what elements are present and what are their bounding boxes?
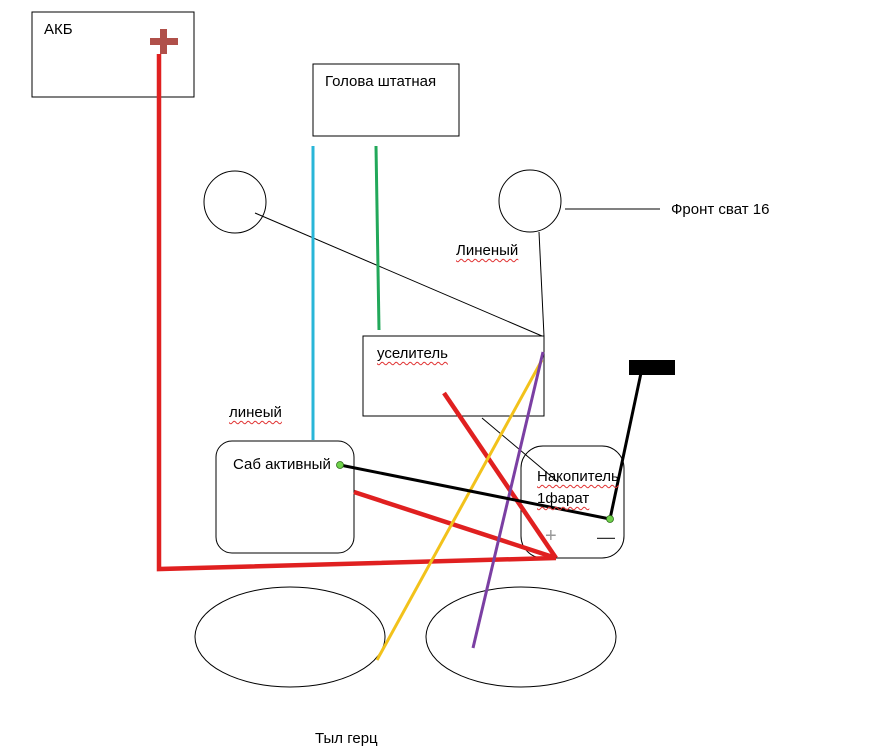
battery-plus-icon xyxy=(150,29,178,54)
capacitor-minus-sign: — xyxy=(597,527,615,547)
capacitor-ground-cable xyxy=(608,372,643,520)
rear-speakers-label: Тыл герц xyxy=(315,730,378,747)
front-speakers-label: Фронт сват 16 xyxy=(671,201,770,218)
capacitor-label: Накопитель 1фарат xyxy=(537,468,619,507)
capacitor-plus-sign: + xyxy=(545,525,557,547)
capacitor-node xyxy=(606,515,614,523)
front-speaker-left xyxy=(203,170,267,234)
amplifier-box xyxy=(362,335,545,417)
subwoofer-label: Саб активный xyxy=(233,456,331,473)
head-unit-box xyxy=(312,63,460,137)
battery-power-cable xyxy=(156,54,557,572)
ground-terminal-icon xyxy=(629,360,675,375)
front-right-speaker-wire xyxy=(538,231,545,337)
amplifier-power-cable xyxy=(442,391,558,560)
subwoofer-power-cable xyxy=(353,489,557,561)
subwoofer-ground-cable xyxy=(339,463,611,521)
subwoofer-node xyxy=(336,461,344,469)
subwoofer-box xyxy=(215,440,355,554)
battery-label: АКБ xyxy=(44,21,73,38)
head-unit-label: Голова штатная xyxy=(325,73,437,90)
battery-box xyxy=(31,11,195,98)
amplifier-label: уселитель xyxy=(377,345,448,362)
front-speaker-right xyxy=(498,169,562,233)
rear-speaker-right xyxy=(425,586,617,688)
rca-green-cable xyxy=(374,145,381,331)
rear-speaker-left xyxy=(194,586,386,688)
line-left-label: линеый xyxy=(229,404,282,421)
line-right-label: Линеный xyxy=(456,242,519,259)
front-left-speaker-wire xyxy=(254,212,543,337)
rear-left-speaker-cable xyxy=(375,359,544,661)
